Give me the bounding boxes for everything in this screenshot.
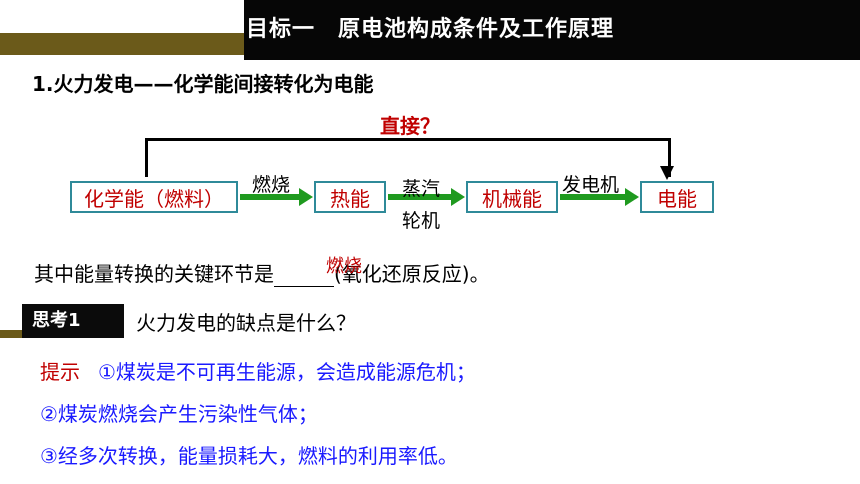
section-heading: 1.火力发电——化学能间接转化为电能: [32, 72, 374, 96]
fill-blank-answer: 燃烧: [326, 256, 362, 277]
direct-path-arrowhead: [660, 166, 674, 180]
arrow-combustion: [240, 194, 300, 200]
key-step-suffix: (氧化还原反应)。: [334, 262, 490, 286]
arrow-steam-turbine: [388, 194, 452, 200]
edge-label-turbine: 轮机: [402, 210, 441, 232]
header-accent-bar: [0, 33, 244, 55]
answer-line-1: 提示 ①煤炭是不可再生能源，会造成能源危机；: [40, 356, 476, 385]
fill-blank: [274, 264, 334, 287]
key-step-sentence: 其中能量转换的关键环节是 (氧化还原反应)。: [34, 258, 490, 287]
answer-line-2: ②煤炭燃烧会产生污染性气体；: [40, 402, 318, 426]
arrow-generator: [560, 194, 626, 200]
edge-label-generator: 发电机: [562, 174, 620, 196]
page-title: 目标一 原电池构成条件及工作原理: [246, 17, 615, 42]
answer-text-1: ①煤炭是不可再生能源，会造成能源危机；: [98, 360, 476, 384]
direct-path-bracket: [145, 138, 671, 177]
node-electric-energy: 电能: [640, 181, 714, 213]
edge-label-combustion: 燃烧: [252, 174, 291, 196]
hint-label: 提示: [40, 360, 80, 384]
think-question: 火力发电的缺点是什么？: [136, 311, 356, 335]
direct-question-label: 直接？: [380, 114, 440, 138]
arrow-combustion-head: [299, 188, 313, 206]
header-bar: 目标一 原电池构成条件及工作原理: [0, 0, 860, 60]
answer-line-3: ③经多次转换，能量损耗大，燃料的利用率低。: [40, 444, 458, 468]
arrow-steam-turbine-head: [451, 188, 465, 206]
think-tag: 思考1: [22, 304, 124, 338]
node-heat-energy: 热能: [314, 181, 386, 213]
node-chemical-energy: 化学能（燃料）: [70, 181, 238, 213]
arrow-generator-head: [625, 188, 639, 206]
node-mechanical-energy: 机械能: [466, 181, 558, 213]
key-step-prefix: 其中能量转换的关键环节是: [34, 262, 274, 286]
edge-label-steam: 蒸汽: [402, 178, 441, 200]
title-banner: 目标一 原电池构成条件及工作原理: [244, 0, 860, 60]
